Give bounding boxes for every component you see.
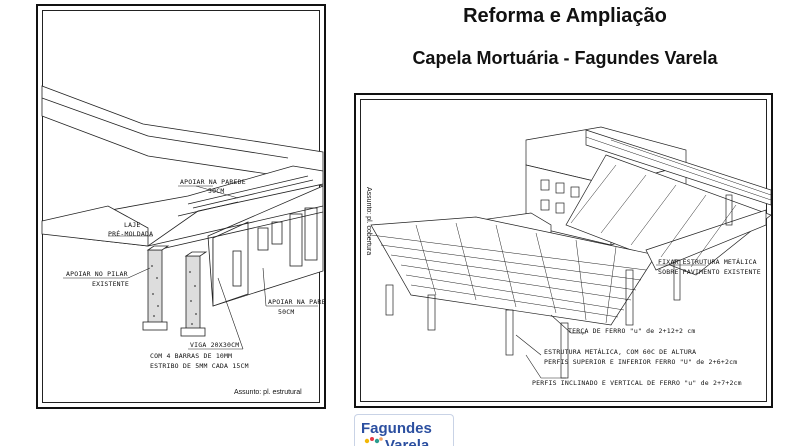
subject-structural: Assunto: pl. estrutural [234,389,302,396]
structural-drawing-panel: APOIAR NA PAREDE 50CM LAJE PRÉ-MOLDADA A… [36,4,326,409]
label-fixar: FIXAR ESTRUTURA METÁLICA [658,258,757,266]
label-estribo: ESTRIBO DE 5MM CADA 15CM [150,362,249,370]
roof-drawing-panel: Assunto: pl. cobertura FIXAR ESTRUTURA M… [354,93,773,408]
label-perfis-inclinado: PERFIS INCLINADO E VERTICAL DE FERRO "u"… [532,379,742,387]
label-perfis-superior: PERFIS SUPERIOR E INFERIOR FERRO "U" de … [544,358,738,366]
label-apoiar-parede-top: APOIAR NA PAREDE [180,178,246,186]
roof-drawing [370,126,771,379]
logo-text-line1: Fagundes [361,420,432,437]
label-terca: TERÇA DE FERRO "u" de 2+12+2 cm [568,327,696,335]
label-apoiar-parede-right-dim: 50CM [278,308,295,316]
label-existente: EXISTENTE [92,280,130,288]
logo-dots-icon [364,437,383,444]
label-laje: LAJE [124,221,141,229]
structural-drawing [41,85,324,350]
label-apoiar-pilar: APOIAR NO PILAR [66,270,128,278]
label-viga: VIGA 20X30CM [190,341,240,349]
drawing-frame [360,99,767,402]
subject-roof: Assunto: pl. cobertura [365,187,372,256]
label-barras: COM 4 BARRAS DE 10MM [150,352,233,360]
label-apoiar-parede-top-dim: 50CM [208,187,225,195]
label-pre-moldada: PRÉ-MOLDADA [108,230,154,238]
label-apoiar-parede-right: APOIAR NA PAREDE [268,298,326,306]
page-title: Reforma e Ampliação [463,5,667,27]
label-sobre: SOBRE PAVIMENTO EXISTENTE [658,268,761,276]
fagundes-varela-logo: Fagundes Varela [354,414,454,446]
logo-text-line2: Varela [385,437,430,446]
page-subtitle: Capela Mortuária - Fagundes Varela [412,48,718,68]
label-estrutura: ESTRUTURA METÁLICA, COM 60C DE ALTURA [544,348,697,356]
